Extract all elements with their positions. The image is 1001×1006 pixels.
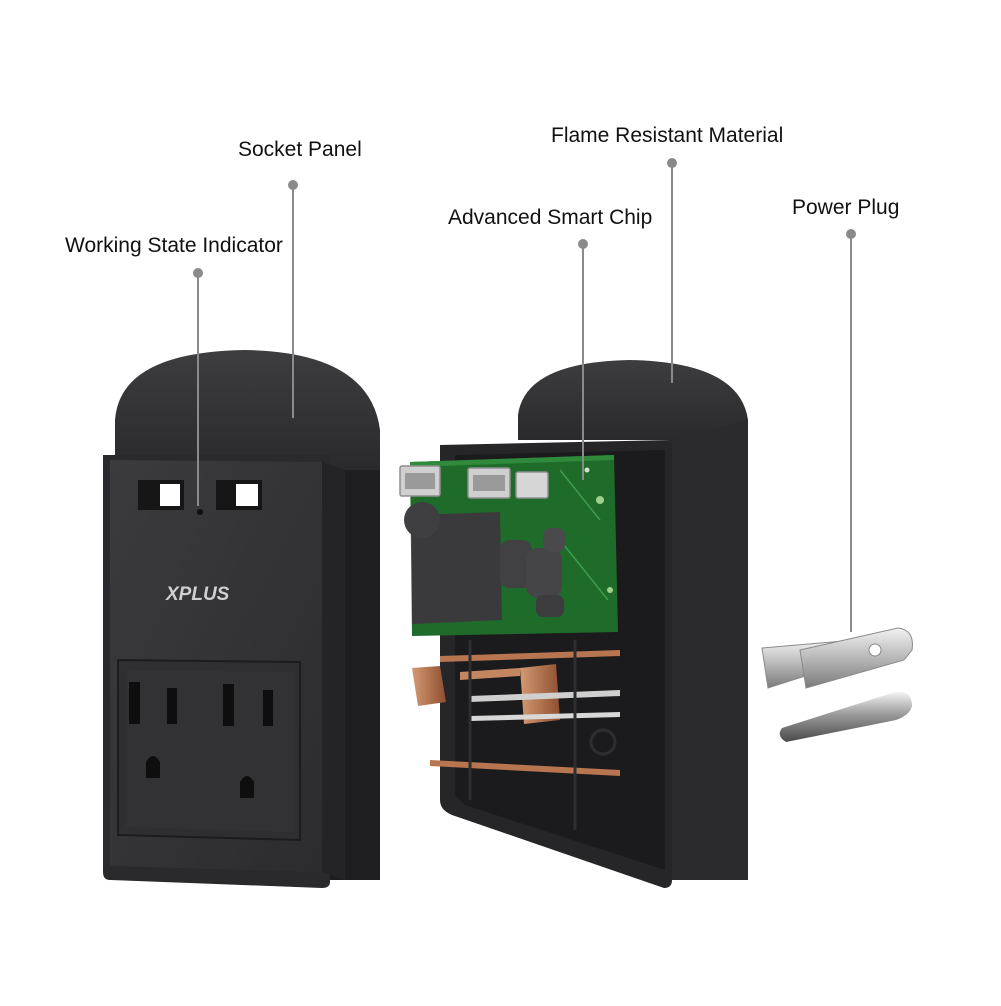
capacitor	[404, 502, 440, 538]
usb-connector-shell	[516, 472, 548, 498]
usb-port-right-tongue	[236, 484, 258, 506]
outlet-left-ground	[146, 756, 160, 778]
pcb-usb-connector-left	[400, 466, 440, 496]
callout-socket-panel: Socket Panel	[238, 138, 362, 162]
usb-port-left-tongue	[160, 484, 180, 506]
capacitor	[526, 548, 562, 598]
pcb-usb-connector-right	[468, 468, 510, 498]
callout-advanced-smart-chip: Advanced Smart Chip	[448, 206, 652, 230]
leader-dot	[667, 158, 677, 168]
housing-top-cap	[115, 350, 380, 470]
internal-housing-side	[672, 420, 748, 880]
outlet-left-slot-hot	[167, 688, 177, 724]
leader-dot	[288, 180, 298, 190]
capacitor	[543, 528, 565, 552]
plug-blade-hole	[869, 644, 881, 656]
callout-power-plug: Power Plug	[792, 196, 899, 220]
capacitor	[536, 595, 564, 617]
outlet-right-ground	[240, 776, 254, 798]
working-state-led	[197, 509, 203, 515]
plug-ground-pin	[780, 692, 912, 742]
power-plug-parts	[762, 628, 912, 742]
callout-flame-resistant-material: Flame Resistant Material	[551, 124, 783, 148]
usb-connector-inner	[405, 473, 435, 489]
callout-working-state-indicator: Working State Indicator	[65, 234, 283, 258]
copper-contact	[412, 666, 446, 706]
socket-panel-bevel	[322, 462, 345, 880]
leader-dot	[193, 268, 203, 278]
socket-unit-exploded	[400, 360, 748, 888]
pcb-solder-pad	[585, 468, 590, 473]
leader-dot	[578, 239, 588, 249]
pcb-solder-pad	[596, 496, 604, 504]
socket-unit-assembled: XPLUS	[103, 350, 380, 888]
usb-connector-inner	[473, 475, 505, 491]
plug-blade-front	[800, 628, 912, 688]
internal-housing-top-cap	[518, 360, 748, 440]
outlet-right-slot-neutral	[223, 684, 234, 726]
pcb-usb-connector-small	[516, 472, 548, 498]
outlet-right-slot-hot	[263, 690, 273, 726]
outlet-left-slot-neutral	[129, 682, 140, 724]
leader-dot	[846, 229, 856, 239]
brand-logo: XPLUS	[165, 584, 230, 605]
pcb-solder-pad	[607, 587, 613, 593]
